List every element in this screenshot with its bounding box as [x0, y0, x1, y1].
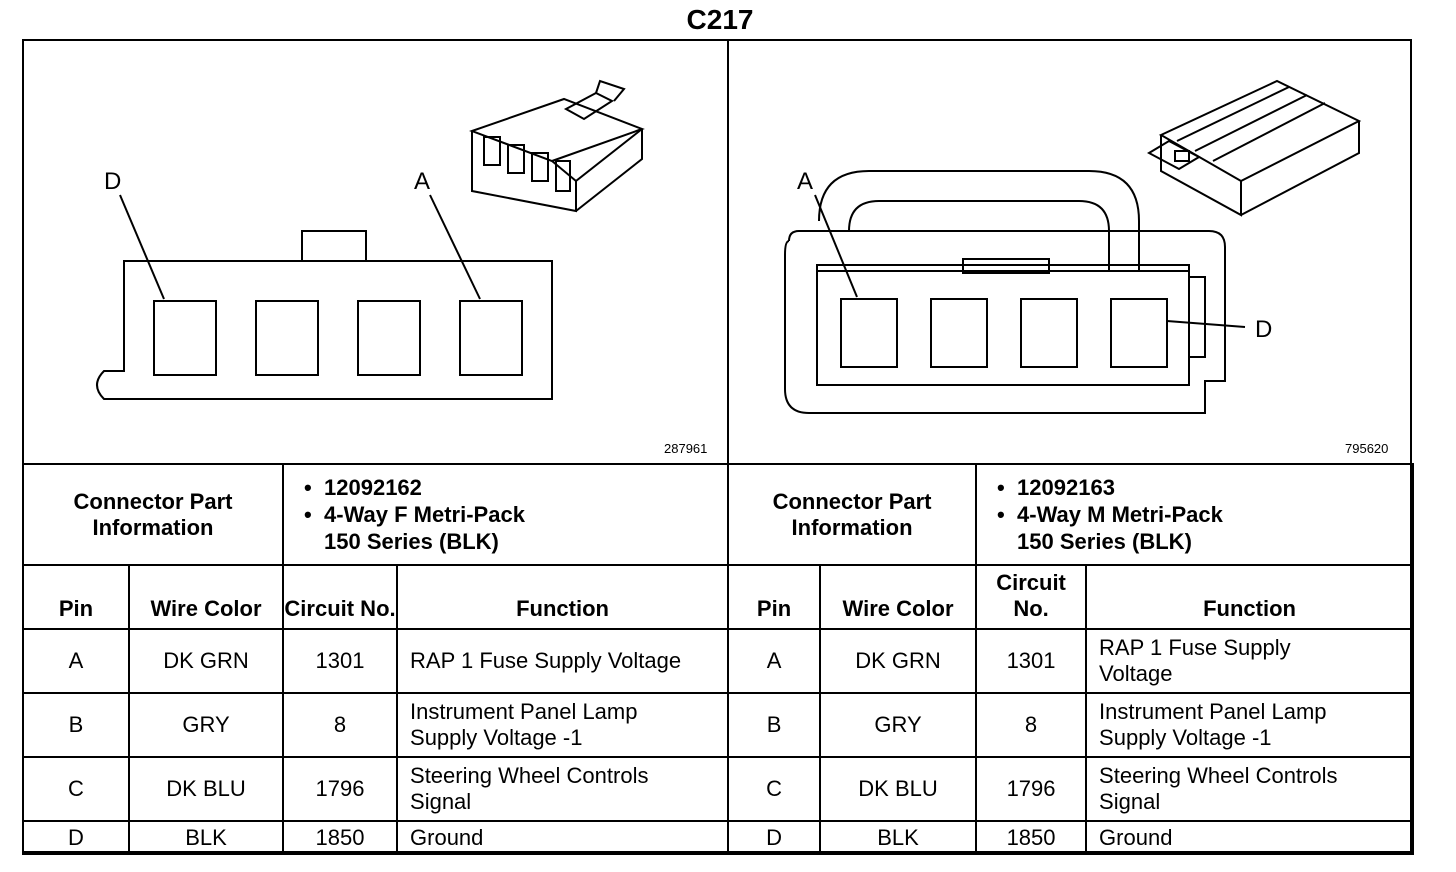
col-header-wire-color: Wire Color: [127, 564, 285, 630]
page-title: C217: [686, 4, 754, 35]
cavity-d: [153, 300, 217, 376]
connector-face-outline: [96, 230, 553, 400]
right-connector-part-info: 12092163 4-Way M Metri-Pack 150 Series (…: [975, 463, 1415, 566]
cavity-a: [840, 298, 898, 368]
leader-d: [1166, 320, 1246, 328]
connector-info-row: Connector Part Information 12092162 4-Wa…: [21, 463, 1415, 566]
left-part-number: 12092162: [304, 474, 727, 501]
right-part-number: 12092163: [997, 474, 1412, 501]
leader-a: [814, 194, 858, 298]
col-header-pin: Pin: [727, 564, 822, 630]
table-header-row: Pin Wire Color Circuit No. Function Pin …: [22, 564, 1415, 630]
table-row: B GRY 8 Instrument Panel Lamp Supply Vol…: [22, 692, 1415, 758]
leader-d: [119, 194, 165, 300]
col-header-circuit-no: Circuit No.: [282, 564, 399, 630]
col-header-pin: Pin: [22, 564, 130, 630]
connector-face-outline: [784, 170, 1226, 414]
table-row: D BLK 1850 Ground D BLK 1850 Ground: [22, 820, 1415, 855]
cavity-b: [930, 298, 988, 368]
right-part-desc-1: 4-Way M Metri-Pack: [997, 501, 1412, 528]
col-header-wire-color: Wire Color: [819, 564, 978, 630]
right-part-desc-2: 150 Series (BLK): [1017, 529, 1192, 554]
connector-isometric-icon: [469, 79, 645, 213]
leader-a: [429, 194, 481, 300]
table-row: A DK GRN 1301 RAP 1 Fuse Supply Voltage …: [22, 628, 1415, 694]
female-connector-diagram: D A 287961: [96, 79, 707, 456]
right-connector-info-label: Connector Part Information: [727, 463, 978, 566]
left-connector-info-label: Connector Part Information: [21, 463, 285, 566]
table-row: C DK BLU 1796 Steering Wheel Controls Si…: [22, 756, 1415, 822]
col-header-function: Function: [1085, 564, 1415, 630]
diagram-divider: [727, 39, 729, 464]
pin-label-a: A: [797, 168, 813, 195]
cavity-c: [255, 300, 319, 376]
cavity-d: [1110, 298, 1168, 368]
left-part-desc-1: 4-Way F Metri-Pack: [304, 501, 727, 528]
connector-isometric-icon: [1146, 79, 1362, 217]
figure-number: 795620: [1345, 441, 1388, 456]
pin-label-d: D: [1255, 316, 1272, 343]
cavity-c: [1020, 298, 1078, 368]
left-part-desc-2: 150 Series (BLK): [324, 529, 499, 554]
col-header-function: Function: [396, 564, 730, 630]
connector-pinout-table: Connector Part Information 12092162 4-Wa…: [21, 463, 1415, 855]
col-header-circuit-no: Circuit No.: [975, 564, 1088, 630]
male-connector-diagram: A D 795620: [784, 79, 1388, 456]
cavity-a: [459, 300, 523, 376]
figure-number: 287961: [664, 441, 707, 456]
pin-label-d: D: [104, 168, 121, 195]
cavity-b: [357, 300, 421, 376]
pin-label-a: A: [414, 168, 430, 195]
left-connector-part-info: 12092162 4-Way F Metri-Pack 150 Series (…: [282, 463, 730, 566]
